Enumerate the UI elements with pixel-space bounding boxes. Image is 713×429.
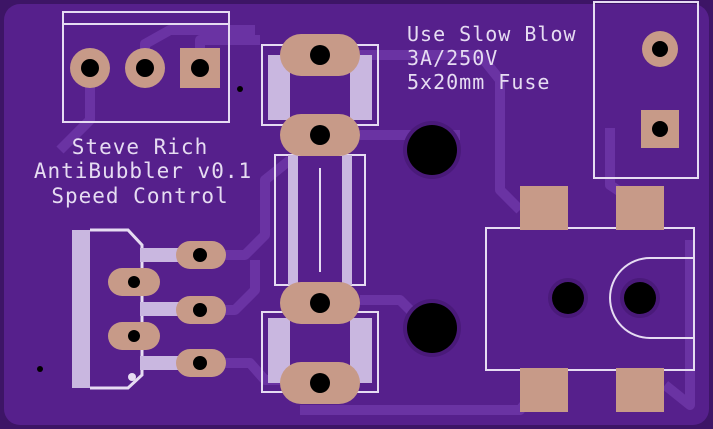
- screw-terminal-icon: [62, 11, 230, 123]
- fuse-note: Use Slow Blow 3A/250V 5x20mm Fuse: [407, 22, 577, 94]
- board-label-line-3: Speed Control: [51, 184, 228, 208]
- board-label-line-1: Steve Rich: [72, 135, 208, 159]
- board-label: Steve Rich AntiBubbler v0.1 Speed Contro…: [34, 135, 252, 208]
- fuse-note-line-2: 3A/250V: [407, 46, 498, 70]
- mounting-holes: [403, 121, 461, 357]
- via: [37, 366, 43, 372]
- connector-icon: [593, 1, 699, 179]
- fuse-note-line-3: 5x20mm Fuse: [407, 70, 550, 94]
- fuse-note-line-1: Use Slow Blow: [407, 22, 577, 46]
- board-label-line-2: AntiBubbler v0.1: [34, 159, 252, 183]
- potentiometer-icon: [72, 228, 226, 390]
- fuse-pads: [280, 34, 360, 404]
- relay-icon: [485, 186, 695, 412]
- via: [237, 86, 243, 92]
